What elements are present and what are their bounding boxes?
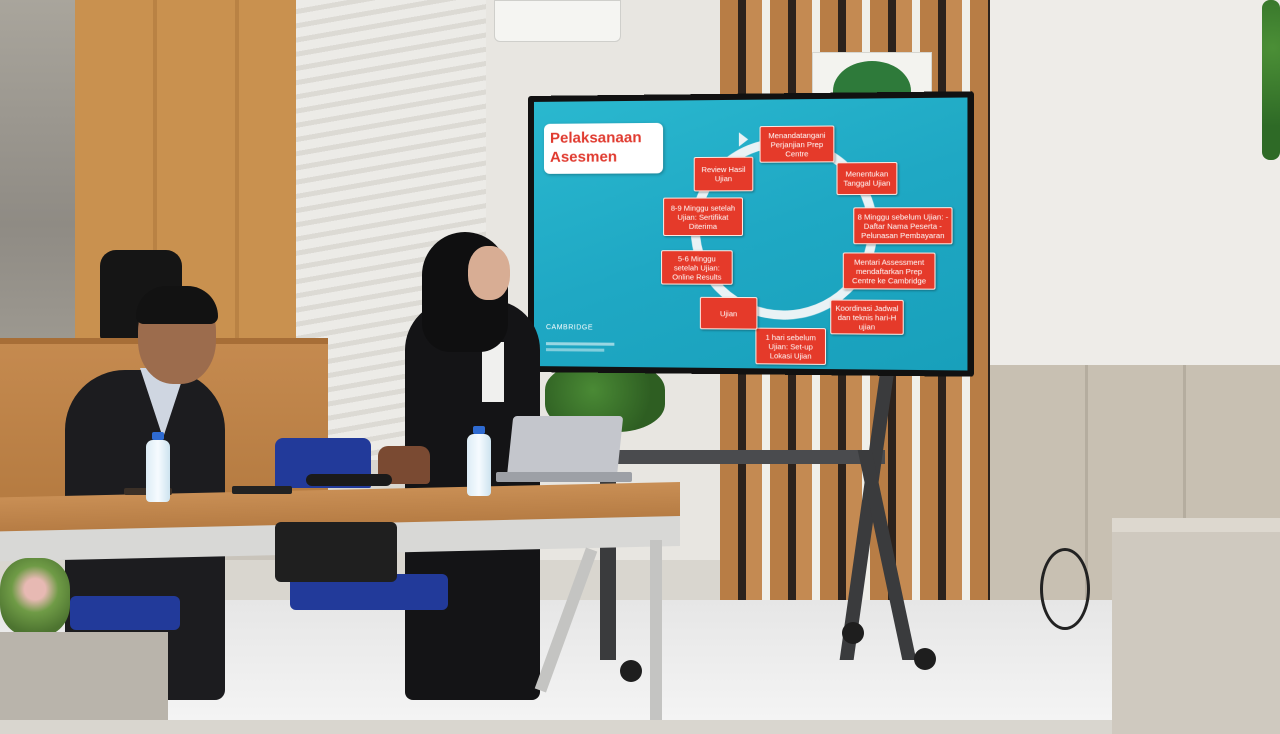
step-registration: Mentari Assessment mendaftarkan Prep Cen… [843, 252, 936, 289]
bottle-body [467, 434, 491, 496]
air-conditioner [494, 0, 621, 42]
cycle-arrow-icon [739, 132, 748, 146]
step-online-results: 5-6 Minggu setelah Ujian: Online Results [661, 250, 733, 285]
logo-subtext-line [546, 348, 604, 352]
step-1-day-before: 1 hari sebelum Ujian: Set-up Lokasi Ujia… [755, 328, 826, 365]
phone [232, 486, 292, 494]
stand-wheel [842, 622, 864, 644]
hanging-plant [1262, 0, 1280, 160]
step-set-exam-date: Menentukan Tanggal Ujian [836, 162, 897, 195]
coiled-cable [1040, 548, 1090, 630]
step-certificate: 8-9 Minggu setelah Ujian: Sertifikat Dit… [663, 197, 743, 236]
flower-arrangement [0, 558, 70, 636]
step-review-results: Review Hasil Ujian [694, 157, 754, 192]
bottle-body [146, 440, 170, 502]
laptop-lid [507, 416, 624, 478]
bottle-cap [473, 426, 485, 434]
cambridge-logo: CAMBRIDGE [546, 324, 593, 331]
slide-title-box: Pelaksanaan Asesmen [544, 123, 663, 174]
tv-stand-crossbar [600, 450, 885, 464]
step-exam: Ujian [700, 297, 758, 330]
laptop-base [496, 472, 632, 482]
stand-wheel [914, 648, 936, 670]
step-8-weeks-before: 8 Minggu sebelum Ujian: - Daftar Nama Pe… [853, 207, 952, 244]
stand-wheel [620, 660, 642, 682]
man-hair [136, 286, 218, 324]
podium-box [1112, 518, 1280, 734]
woman-face [468, 246, 510, 300]
logo-subtext-line [546, 342, 614, 346]
slide-screen: Pelaksanaan Asesmen Menandatangani Perja… [534, 97, 967, 370]
black-bag [275, 522, 397, 582]
bottle-cap [152, 432, 164, 440]
presentation-tv: Pelaksanaan Asesmen Menandatangani Perja… [528, 91, 974, 377]
front-table [0, 632, 168, 720]
blue-chair-seat [70, 596, 180, 630]
slide-title: Pelaksanaan Asesmen [550, 128, 659, 167]
desk-leg [650, 540, 662, 720]
step-coordination: Koordinasi Jadwal dan teknis hari-H ujia… [830, 300, 904, 335]
step-sign-agreement: Menandatangani Perjanjian Prep Centre [760, 125, 835, 162]
microphone [306, 474, 392, 486]
